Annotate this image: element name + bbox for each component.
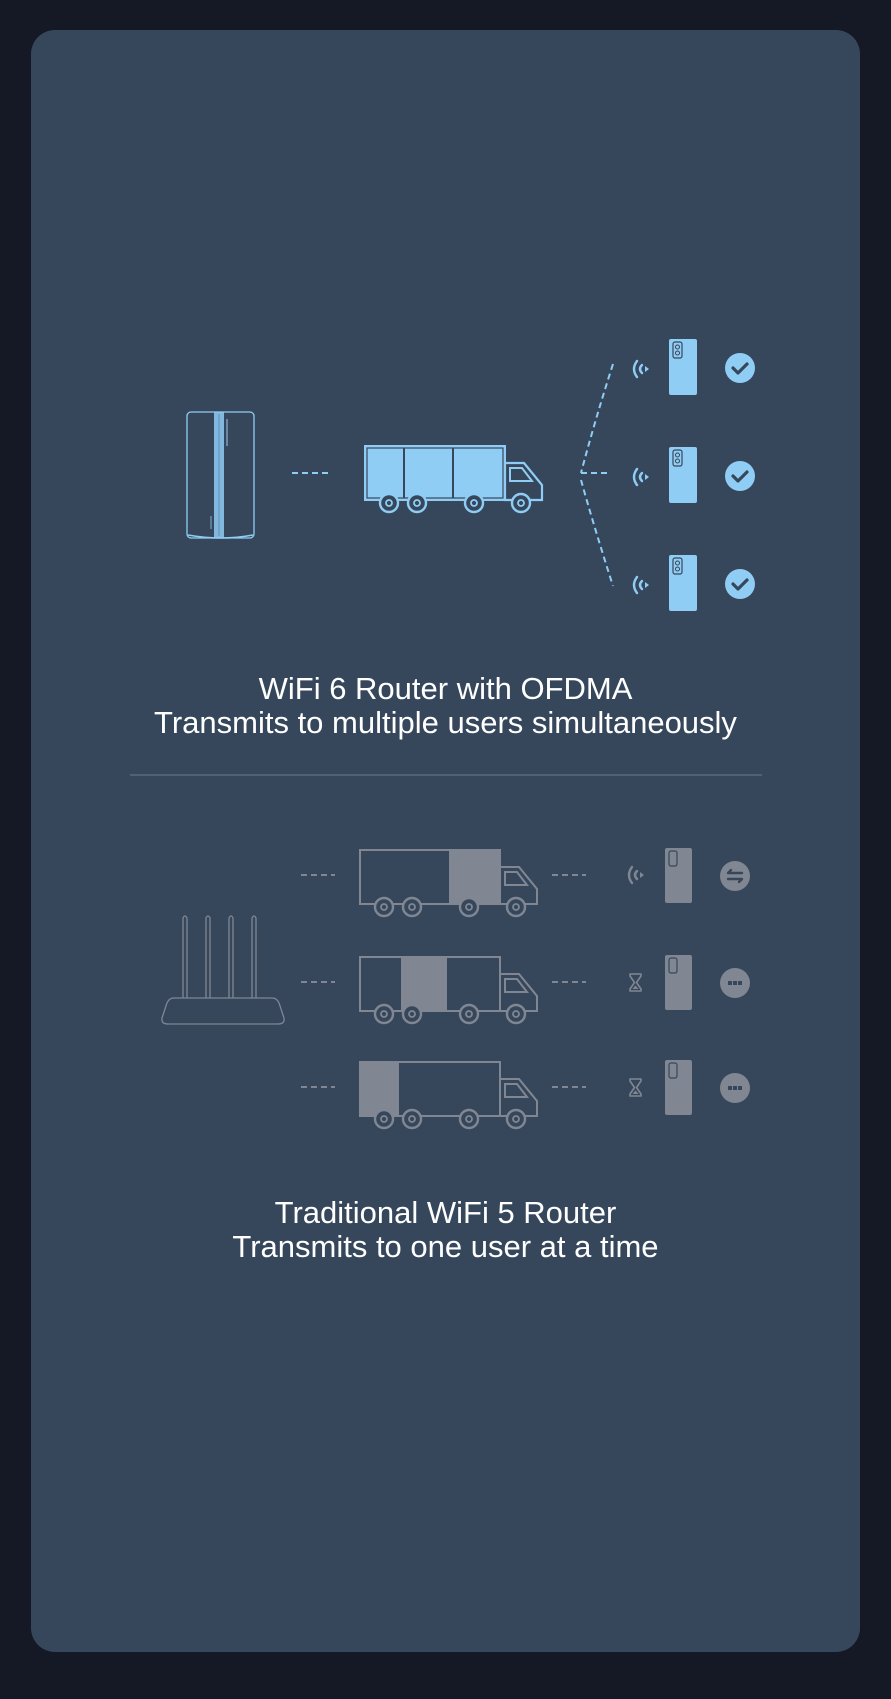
link-dashes [301,1086,335,1088]
wifi5-subtitle: Transmits to one user at a time [232,1229,659,1264]
check-circle-icon [725,569,755,599]
phone-icon [669,555,697,611]
wifi6-user-row [628,338,768,398]
wifi6-diagram [0,0,891,640]
wifi6-caption: WiFi 6 Router with OFDMA Transmits to mu… [0,672,891,740]
check-circle-icon [725,461,755,491]
truck-icon [359,849,538,918]
phone-icon [669,447,697,503]
wifi6-subtitle: Transmits to multiple users simultaneous… [154,705,737,740]
phone-icon [665,848,692,903]
ellipsis-circle-icon [720,1073,750,1103]
link-dashes [552,1086,586,1088]
comparison-card [31,30,860,1652]
hourglass-icon [629,1078,642,1097]
tower-router-icon [186,411,255,539]
wifi5-caption: Traditional WiFi 5 Router Transmits to o… [0,1196,891,1264]
phone-icon [665,955,692,1010]
transfer-circle-icon [720,861,750,891]
wifi-signal-icon [632,575,649,595]
hourglass-icon [629,973,642,992]
multi-user-branch-lines [580,363,614,587]
section-divider [130,774,762,776]
four-antenna-router-icon [161,915,285,1025]
wifi6-user-row [628,446,768,506]
wifi5-row [300,1058,760,1130]
wifi6-title: WiFi 6 Router with OFDMA [258,671,633,706]
wifi5-title: Traditional WiFi 5 Router [274,1195,617,1230]
truck-icon [359,956,538,1025]
wifi5-row [300,953,760,1025]
check-circle-icon [725,353,755,383]
wifi-signal-icon [627,865,644,885]
link-dashes [552,874,586,876]
link-dashes [292,472,328,474]
wifi-signal-icon [632,359,649,379]
wifi5-diagram [0,800,891,1140]
ellipsis-circle-icon [720,968,750,998]
wifi5-row [300,846,760,918]
phone-icon [665,1060,692,1115]
truck-icon [359,1061,538,1130]
link-dashes [552,981,586,983]
truck-full-icon [364,445,544,514]
phone-icon [669,339,697,395]
wifi6-user-row [628,554,768,614]
link-dashes [301,874,335,876]
wifi-signal-icon [632,467,649,487]
link-dashes [301,981,335,983]
